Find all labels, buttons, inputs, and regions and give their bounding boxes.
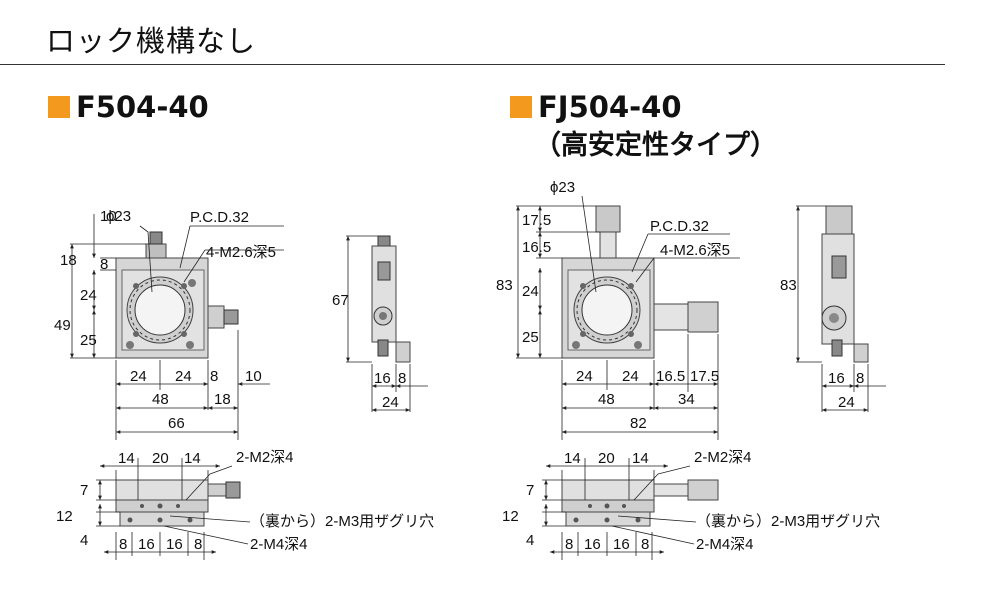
model-heading-left: F504-40	[48, 90, 209, 124]
dim-right-front-h12: 12	[502, 508, 519, 525]
dim-left-side-h67: 67	[332, 292, 349, 309]
right-top-view	[561, 205, 719, 359]
dim-left-front-w14b: 14	[184, 450, 201, 467]
dim-right-front-w8b: 8	[641, 536, 649, 553]
dim-right-front-w8a: 8	[565, 536, 573, 553]
dim-right-front-w20: 20	[598, 450, 615, 467]
right-front-dims	[542, 458, 697, 560]
dim-left-h24: 24	[80, 287, 97, 304]
label-right-front-m4: 2-M4深4	[696, 536, 754, 553]
dim-left-h49: 49	[54, 317, 71, 334]
dim-left-front-w14a: 14	[118, 450, 135, 467]
dim-left-w24b: 24	[175, 368, 192, 385]
dim-left-w10: 10	[245, 368, 262, 385]
dim-right-side-h83: 83	[780, 277, 797, 294]
dim-right-front-h4: 4	[526, 532, 534, 549]
dim-left-front-h7: 7	[80, 482, 88, 499]
left-side-dims	[346, 235, 428, 412]
dim-right-w48: 48	[598, 391, 615, 408]
label-left-front-counterbore: （裏から）2-M3用ザグリ穴	[250, 512, 434, 530]
dim-right-w82: 82	[630, 415, 647, 432]
dim-right-front-w16b: 16	[613, 536, 630, 553]
dim-left-w8: 8	[210, 368, 218, 385]
dim-right-side-w24: 24	[838, 394, 855, 411]
label-right-front-m2: 2-M2深4	[694, 449, 752, 466]
label-right-phi: ϕ23	[550, 179, 575, 196]
model-name-left: F504-40	[76, 90, 209, 124]
left-front-dims	[96, 458, 251, 560]
label-right-front-counterbore: （裏から）2-M3用ザグリ穴	[696, 512, 880, 530]
dim-left-front-w16a: 16	[138, 536, 155, 553]
left-top-view	[115, 231, 239, 359]
dim-right-front-w16a: 16	[584, 536, 601, 553]
dim-right-w175: 17.5	[690, 368, 719, 385]
dim-right-front-h7: 7	[526, 482, 534, 499]
right-front-view	[561, 479, 719, 527]
dim-left-front-h4: 4	[80, 532, 88, 549]
dim-right-w24b: 24	[622, 368, 639, 385]
orange-square-icon	[510, 96, 532, 118]
dim-left-side-w8: 8	[398, 370, 406, 387]
right-side-dims	[796, 205, 886, 412]
dim-left-w48: 48	[152, 391, 169, 408]
dim-left-h18: 18	[60, 252, 77, 269]
model-subtitle-right: （高安定性タイプ）	[534, 130, 777, 161]
dim-right-h165: 16.5	[522, 239, 551, 256]
dim-right-front-w14b: 14	[632, 450, 649, 467]
title-divider	[0, 64, 945, 65]
model-name-right: FJ504-40	[538, 90, 682, 124]
dim-left-front-w16b: 16	[166, 536, 183, 553]
dim-left-side-w24: 24	[382, 394, 399, 411]
dim-right-h83: 83	[496, 277, 513, 294]
dim-left-front-w20: 20	[152, 450, 169, 467]
dim-right-side-w8: 8	[856, 370, 864, 387]
right-side-view	[821, 205, 869, 363]
dim-right-w24a: 24	[576, 368, 593, 385]
dim-left-w18: 18	[214, 391, 231, 408]
dim-right-h175: 17.5	[522, 212, 551, 229]
dim-left-front-w8b: 8	[194, 536, 202, 553]
dim-right-front-w14a: 14	[564, 450, 581, 467]
dim-left-h10: 10	[100, 208, 117, 225]
page-title: ロック機構なし	[46, 24, 257, 58]
label-left-pcd: P.C.D.32	[190, 209, 249, 226]
model-heading-right: FJ504-40	[510, 90, 682, 124]
label-left-phi: ϕ23	[106, 208, 131, 225]
label-left-front-m2: 2-M2深4	[236, 449, 294, 466]
dim-right-w165: 16.5	[656, 368, 685, 385]
dim-left-front-w8a: 8	[119, 536, 127, 553]
right-top-dims	[516, 195, 740, 440]
left-side-view	[371, 235, 411, 363]
dim-left-w24a: 24	[130, 368, 147, 385]
label-left-tap: 4-M2.6深5	[206, 244, 276, 261]
label-left-front-m4: 2-M4深4	[250, 536, 308, 553]
dim-left-w66: 66	[168, 415, 185, 432]
left-top-dims	[70, 214, 284, 440]
orange-square-icon	[48, 96, 70, 118]
dim-left-side-w16: 16	[374, 370, 391, 387]
left-front-view	[115, 479, 241, 527]
dim-right-h25: 25	[522, 329, 539, 346]
dim-left-front-h12: 12	[56, 508, 73, 525]
dim-right-h24: 24	[522, 283, 539, 300]
label-right-tap: 4-M2.6深5	[660, 242, 730, 259]
label-right-pcd: P.C.D.32	[650, 218, 709, 235]
dim-left-h25: 25	[80, 332, 97, 349]
dim-right-side-w16: 16	[828, 370, 845, 387]
dim-left-h8: 8	[100, 256, 108, 273]
dim-right-w34: 34	[678, 391, 695, 408]
